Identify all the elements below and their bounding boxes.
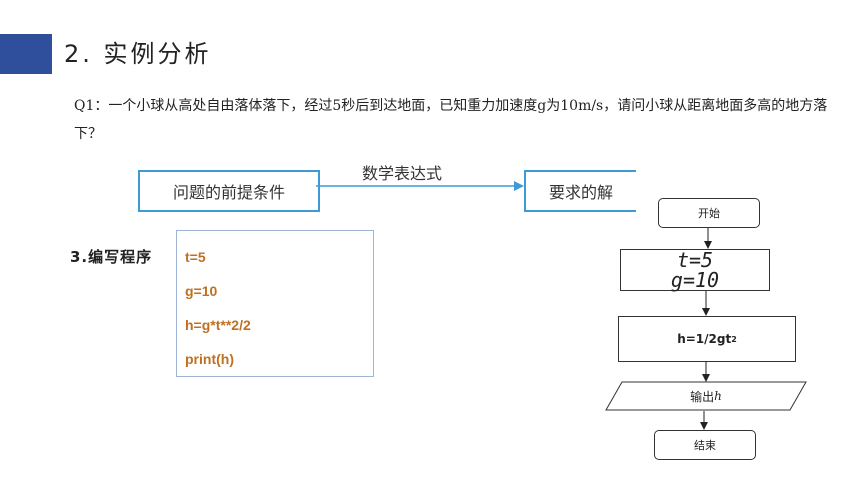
code-box: t=5 g=10 h=g*t**2/2 print(h) (176, 230, 374, 377)
right-arrow-icon (316, 181, 524, 191)
flowchart-calc-exponent: 2 (731, 334, 737, 344)
premise-label: 问题的前提条件 (172, 183, 285, 202)
flowchart-assign: t=5 g=10 (620, 249, 770, 291)
flowchart-assign-line2: g=10 (670, 268, 720, 292)
flowchart-end-label: 结束 (694, 439, 716, 452)
flowchart-assign-line1: t=5 (676, 248, 714, 272)
solution-box: 要求的解 (524, 170, 636, 212)
flowchart-output-var: h (714, 389, 722, 403)
solution-label: 要求的解 (548, 183, 613, 202)
code-line: t=5 (185, 249, 206, 265)
page-title: 2. 实例分析 (64, 40, 212, 68)
flowchart-calc-label: h=1/2gt (677, 332, 732, 346)
code-line: print(h) (185, 351, 234, 367)
code-line: g=10 (185, 283, 218, 299)
arrow-label: 数学表达式 (362, 164, 443, 183)
flowchart-end: 结束 (654, 430, 756, 460)
flowchart-output-prefix: 输出 (690, 389, 715, 404)
question-text: Q1：一个小球从高处自由落体落下，经过5秒后到达地面，已知重力加速度g为10m/… (74, 98, 828, 142)
flowchart-start: 开始 (658, 198, 760, 228)
section-label: 3.编写程序 (70, 248, 153, 266)
title-accent-bar (0, 34, 52, 74)
premise-box: 问题的前提条件 (138, 170, 320, 212)
flowchart-start-label: 开始 (698, 207, 720, 220)
code-line: h=g*t**2/2 (185, 317, 251, 333)
